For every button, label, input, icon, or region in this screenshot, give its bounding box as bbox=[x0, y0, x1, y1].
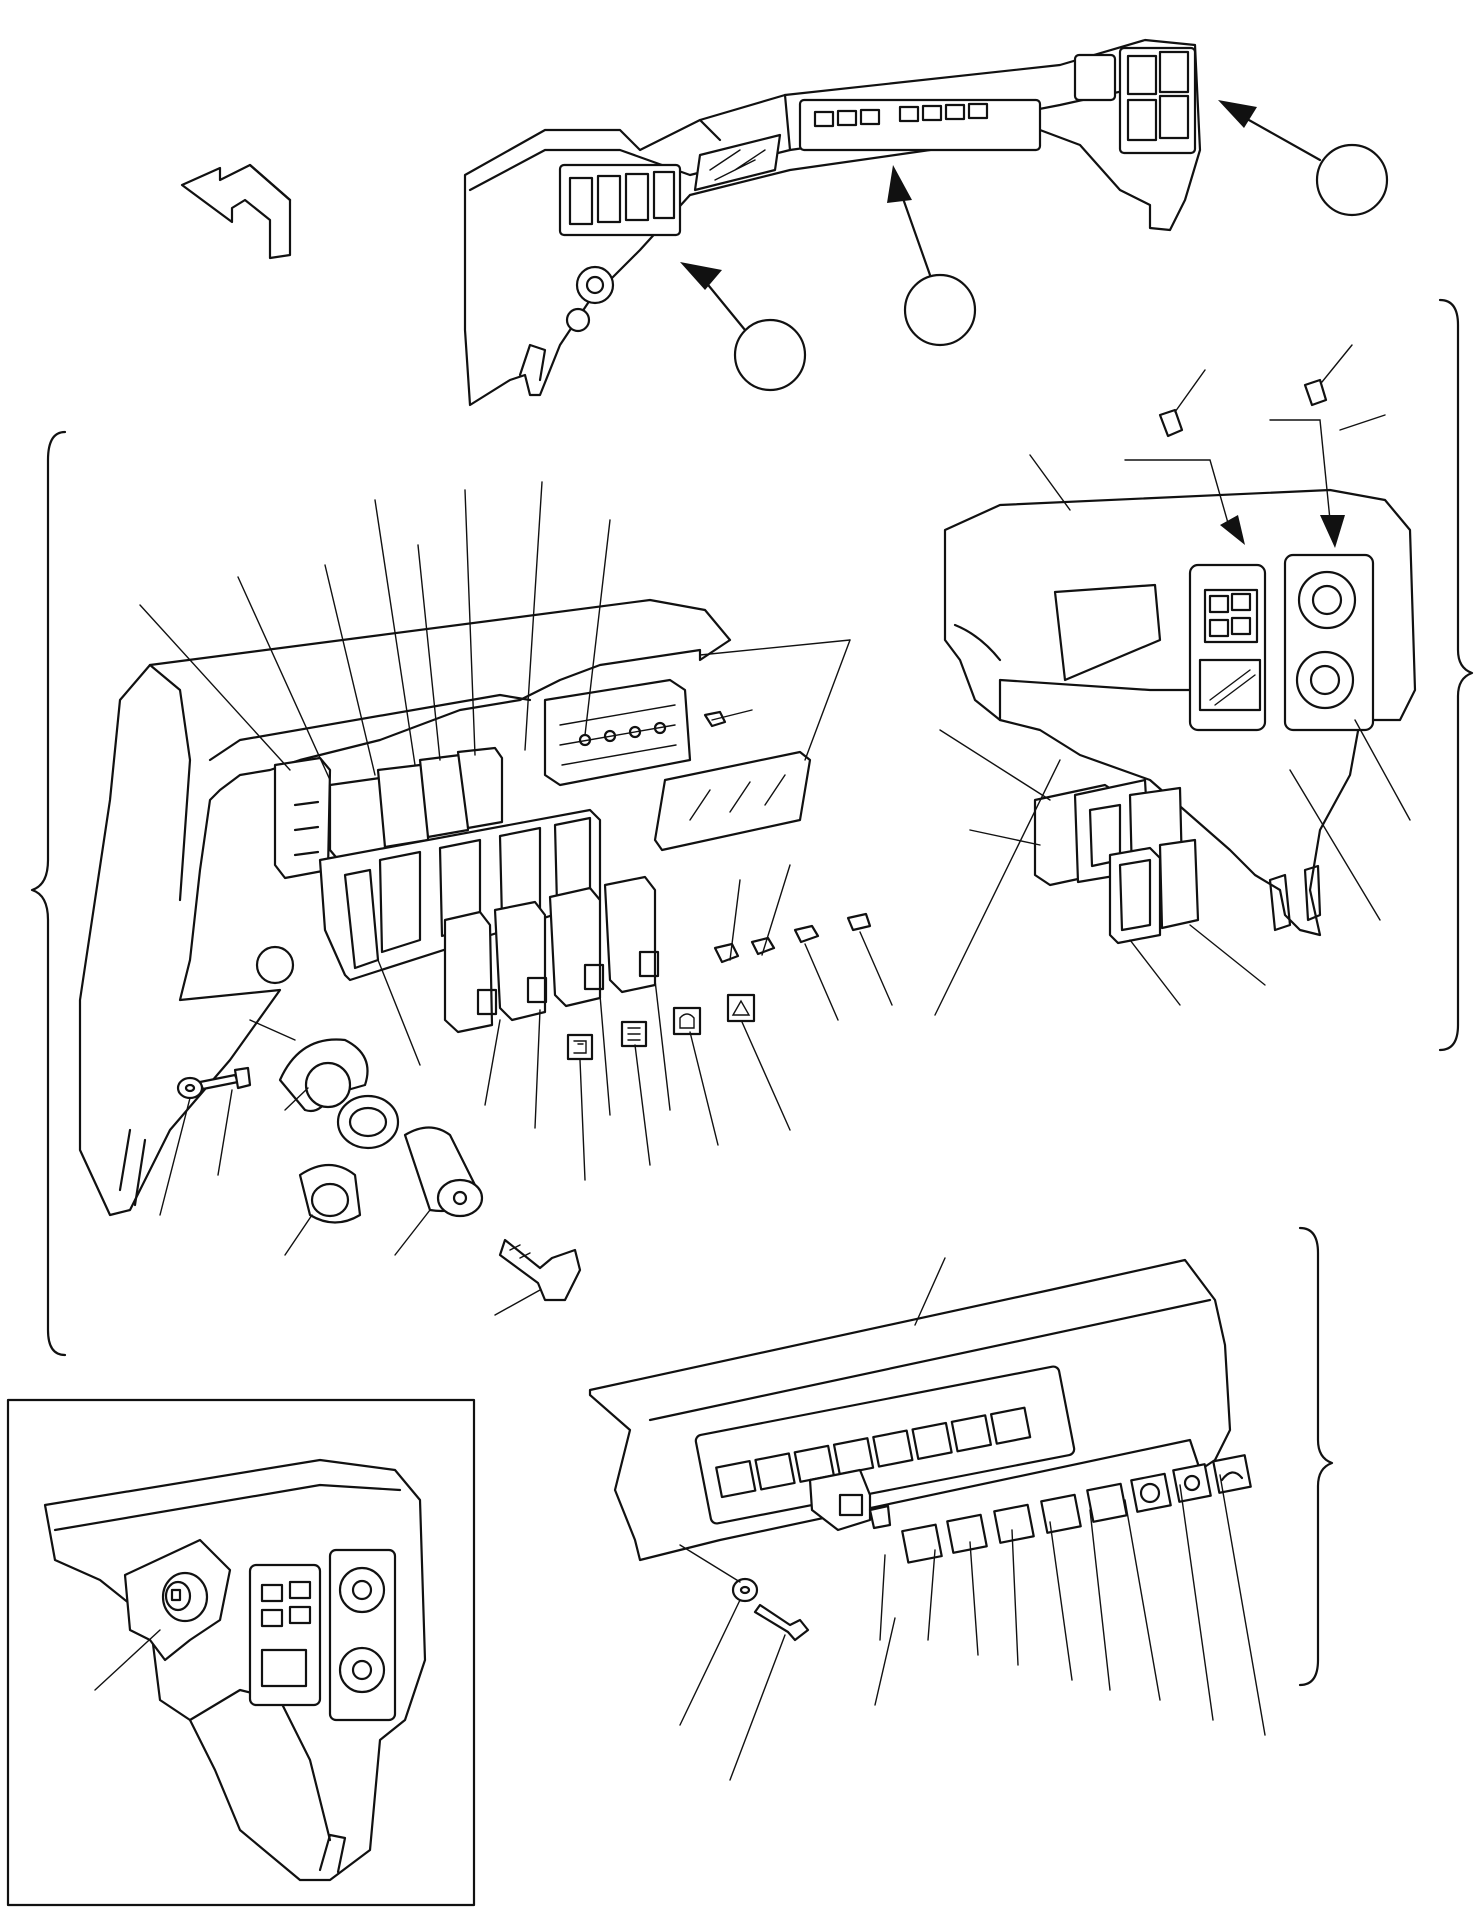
bulb-top-left bbox=[1158, 408, 1184, 438]
lower-washer bbox=[731, 1577, 759, 1603]
left-brace bbox=[30, 430, 67, 1357]
ignition-key bbox=[498, 1238, 582, 1302]
gauge-upper bbox=[1297, 570, 1357, 630]
lamp-window-row bbox=[715, 1406, 1032, 1499]
lower-right-panel bbox=[588, 1258, 1252, 1642]
rear-fog-icon bbox=[1183, 1474, 1201, 1492]
bulbs bbox=[713, 912, 872, 964]
left-leader-lines bbox=[139, 481, 893, 1316]
overview-key-cap bbox=[565, 307, 591, 333]
gauge-lower bbox=[1295, 650, 1355, 710]
indicator-tiles bbox=[901, 1454, 1252, 1564]
headlight-icon bbox=[566, 1033, 594, 1061]
bulb-top-right bbox=[1303, 378, 1328, 407]
right-upper-panel bbox=[943, 378, 1417, 945]
toggle-switch bbox=[808, 1468, 892, 1532]
inset-plug-socket bbox=[123, 1538, 232, 1662]
dashboard-overview bbox=[463, 38, 1389, 407]
inset-detail bbox=[6, 1398, 476, 1907]
overview-lamp-row bbox=[813, 102, 989, 128]
ignition-cap bbox=[298, 1163, 362, 1224]
panel-hole bbox=[255, 945, 295, 985]
switch-bezel-right bbox=[1033, 778, 1200, 945]
lamp-circuit-strip bbox=[543, 678, 692, 787]
inset-switch-block bbox=[248, 1563, 322, 1707]
overview-ignition-switch bbox=[575, 265, 615, 305]
right-brace-lower bbox=[1298, 1226, 1334, 1687]
blank-switch-row bbox=[273, 746, 504, 880]
right-brace-upper bbox=[1438, 298, 1474, 1052]
forward-direction-arrow-icon bbox=[180, 163, 292, 260]
callout-1 bbox=[733, 318, 807, 392]
hazard-triangle-icon bbox=[726, 993, 756, 1023]
panel-window bbox=[1053, 583, 1162, 682]
lens-panel bbox=[653, 750, 812, 852]
ignition-ring bbox=[336, 1094, 400, 1150]
ignition-lock-cylinder bbox=[403, 1126, 484, 1218]
beacon-icon bbox=[672, 1006, 702, 1036]
wiper-icon bbox=[1220, 1471, 1244, 1482]
right-leader-lines bbox=[934, 344, 1411, 1016]
left-exploded-panel bbox=[78, 598, 872, 1302]
callout-2 bbox=[903, 273, 977, 347]
parking-brake-icon bbox=[1139, 1482, 1161, 1504]
low-beam-icon bbox=[620, 1020, 648, 1048]
lower-screw bbox=[753, 1603, 810, 1642]
callout-3 bbox=[1315, 143, 1389, 217]
lower-leader-lines bbox=[679, 1257, 1266, 1781]
washer bbox=[176, 1076, 204, 1100]
rocker-switches bbox=[443, 875, 660, 1034]
inset-gauge-block bbox=[328, 1548, 397, 1722]
work-light-icon bbox=[1208, 592, 1252, 638]
